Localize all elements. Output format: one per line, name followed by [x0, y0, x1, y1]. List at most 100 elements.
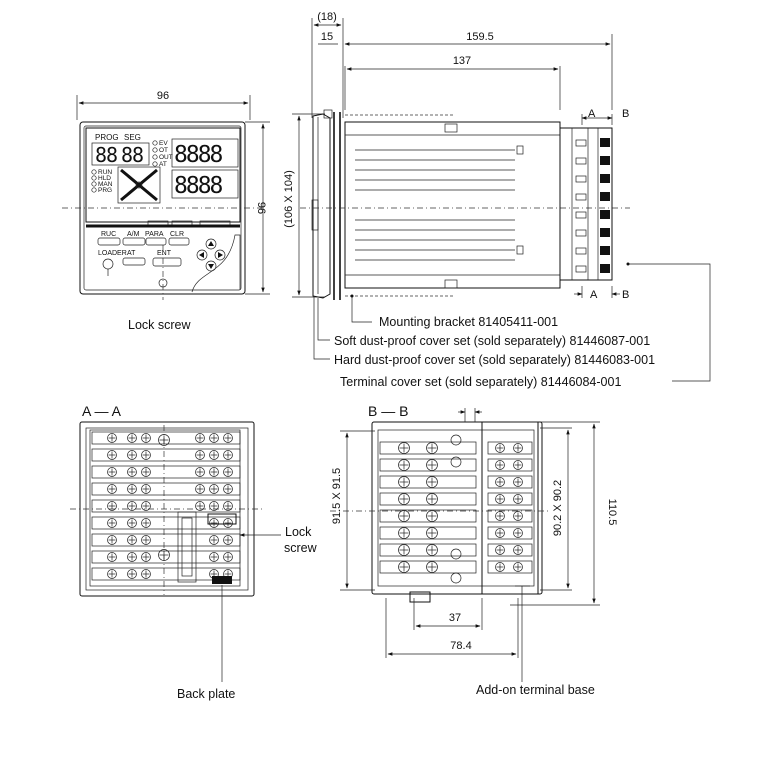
terminal-screw: [127, 552, 137, 562]
terminal-screw: [513, 460, 523, 470]
terminal-screw: [495, 528, 505, 538]
terminal-screw: [495, 443, 505, 453]
terminal-screw: [107, 450, 117, 460]
terminal-screw: [209, 518, 219, 528]
x-indicator: [117, 166, 161, 204]
terminal-screw: [209, 450, 219, 460]
aa-terminals: [91, 431, 241, 581]
terminal-screw: [195, 450, 205, 460]
terminal-screw: [426, 493, 438, 505]
terminal-screw: [426, 459, 438, 471]
key-am-label: A/M: [127, 231, 140, 238]
terminal-screw: [107, 518, 117, 528]
terminal-screw: [398, 493, 410, 505]
callout-mounting-bracket: Mounting bracket 81405411-001: [379, 315, 558, 329]
svg-text:88: 88: [121, 143, 143, 167]
section-aa: A — A Lock screw Back plate: [70, 403, 318, 701]
terminal-screw: [107, 467, 117, 477]
terminal-screw: [513, 443, 523, 453]
terminal-screw: [223, 501, 233, 511]
terminal-screw: [195, 484, 205, 494]
callout-terminal-cover: Terminal cover set (sold separately) 814…: [340, 375, 621, 389]
add-on-terminal-base-label: Add-on terminal base: [476, 683, 595, 697]
dim-159-5: 159.5: [466, 31, 494, 43]
ev-lamps: EV OT OUT AT: [152, 140, 173, 168]
terminal-screw: [495, 511, 505, 521]
side-height-dim: (106 X 104): [283, 170, 295, 227]
terminal-screw: [107, 569, 117, 579]
terminal-screw: [495, 562, 505, 572]
housing: [344, 121, 561, 289]
pv-display: 8888: [171, 138, 239, 168]
terminal-screw: [127, 450, 137, 460]
terminal-screw: [223, 484, 233, 494]
terminal-screw: [195, 501, 205, 511]
terminal-screw: [141, 535, 151, 545]
terminal-screw: [398, 544, 410, 556]
terminal-screw: [127, 467, 137, 477]
back-plate-label: Back plate: [177, 687, 235, 701]
dim-15: 15: [321, 31, 333, 43]
aa-lock-screw-line2: screw: [284, 541, 318, 555]
terminal-screw: [209, 467, 219, 477]
terminal-screw: [495, 494, 505, 504]
key-clr-label: CLR: [170, 231, 184, 238]
terminal-screw: [141, 450, 151, 460]
terminal-screw: [209, 501, 219, 511]
loader-label: LOADER: [98, 250, 127, 257]
svg-text:OUT: OUT: [159, 154, 173, 161]
status-lamps: RUN HLD MAN PRG: [91, 169, 113, 194]
terminal-screw: [513, 545, 523, 555]
terminal-screw: [513, 528, 523, 538]
terminal-screw: [398, 561, 410, 573]
terminal-screw: [209, 433, 219, 443]
front-keys: RUC A/M PARA CLR LOADER AT ENT: [97, 231, 241, 293]
aa-lock-screw-line1: Lock: [285, 525, 312, 539]
key-para-label: PARA: [145, 231, 164, 238]
svg-text:RUN: RUN: [98, 169, 112, 176]
terminal-screw: [195, 467, 205, 477]
terminal-screw: [127, 569, 137, 579]
terminal-screw: [209, 535, 219, 545]
dim-137: 137: [453, 55, 471, 67]
terminal-screw: [426, 476, 438, 488]
terminal-screw: [141, 433, 151, 443]
terminal-screw: [398, 442, 410, 454]
terminal-screw: [127, 518, 137, 528]
terminal-screw: [495, 477, 505, 487]
terminal-screw: [495, 460, 505, 470]
terminal-screw: [107, 552, 117, 562]
terminal-screw: [223, 518, 233, 528]
terminal-screw: [209, 552, 219, 562]
display-window: [85, 127, 241, 223]
section-aa-title: A — A: [82, 403, 122, 419]
dim-90-2: 90.2 X 90.2: [552, 480, 564, 536]
dim-110-5: 110.5: [606, 499, 618, 526]
section-mark-b-bottom: B: [622, 289, 629, 301]
terminal-screw: [107, 484, 117, 494]
svg-text:88: 88: [95, 143, 117, 167]
svg-text:8888: 8888: [174, 173, 223, 199]
svg-text:AT: AT: [159, 161, 167, 168]
svg-text:8888: 8888: [174, 142, 223, 168]
terminal-screw: [398, 459, 410, 471]
terminal-screw: [513, 562, 523, 572]
terminal-screw: [107, 501, 117, 511]
dim-18: (18): [317, 11, 337, 23]
svg-text:PRG: PRG: [98, 187, 112, 194]
svg-text:EV: EV: [159, 140, 168, 147]
at-label: AT: [127, 250, 136, 257]
svg-text:MAN: MAN: [98, 181, 113, 188]
terminal-screw: [398, 527, 410, 539]
label-seg: SEG: [124, 133, 141, 142]
callout-hard-cover: Hard dust-proof cover set (sold separate…: [334, 353, 655, 367]
terminal-screw: [426, 527, 438, 539]
terminal-screw: [127, 501, 137, 511]
terminal-screw: [223, 535, 233, 545]
terminal-screw: [398, 510, 410, 522]
terminal-screw: [127, 535, 137, 545]
terminal-screw: [223, 467, 233, 477]
section-mark-b-top: B: [622, 108, 629, 120]
dim-78-4: 78.4: [450, 640, 471, 652]
terminal-block: [559, 127, 613, 281]
